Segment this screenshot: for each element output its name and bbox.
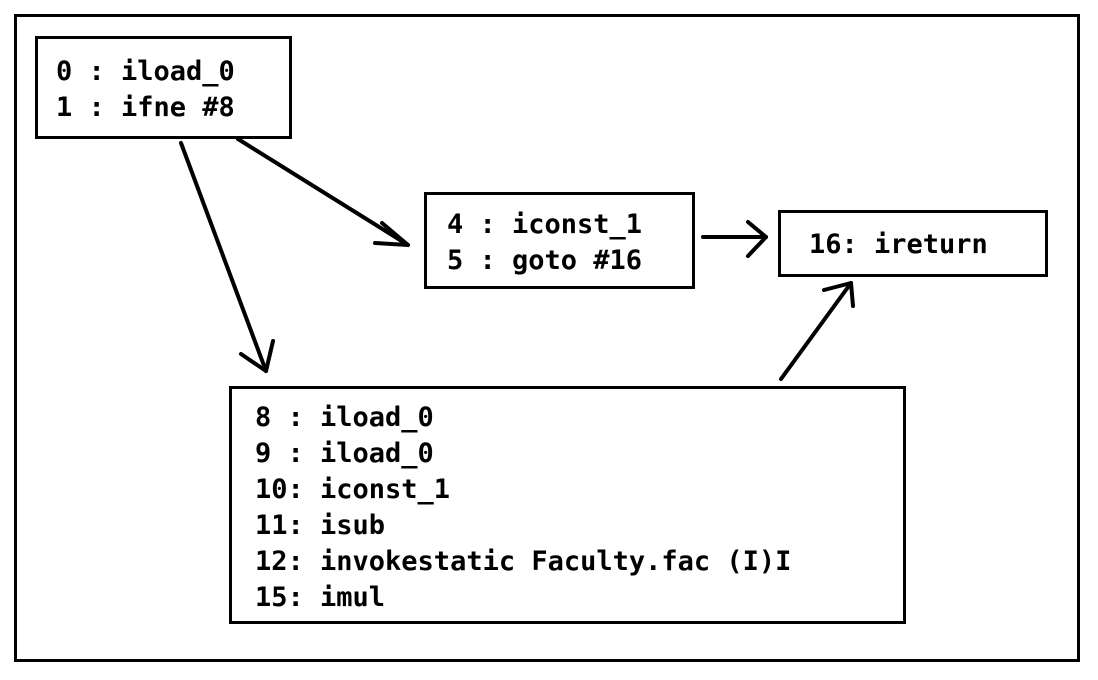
edge-recursive-case-to-exit — [779, 281, 855, 381]
block-entry: 0 : iload_0 1 : ifne #8 — [35, 36, 292, 139]
block-exit: 16: ireturn — [778, 210, 1048, 277]
instruction: 12: invokestatic Faculty.fac (I)I — [255, 546, 792, 577]
instruction: 11: isub — [255, 510, 386, 541]
instruction: 0 : iload_0 — [56, 56, 235, 87]
edge-entry-to-base-case — [236, 137, 410, 247]
instruction: 9 : iload_0 — [255, 438, 434, 469]
block-base-case: 4 : iconst_1 5 : goto #16 — [424, 192, 695, 289]
block-recursive-case: 8 : iload_0 9 : iload_0 10: iconst_1 11:… — [229, 386, 906, 624]
instruction: 4 : iconst_1 — [447, 209, 643, 240]
instruction: 10: iconst_1 — [255, 474, 451, 505]
edge-base-case-to-exit — [701, 220, 768, 258]
instruction: 8 : iload_0 — [255, 402, 434, 433]
instruction: 15: imul — [255, 582, 386, 613]
outer-frame — [14, 14, 1080, 662]
edge-entry-to-recursive-case — [179, 141, 275, 373]
instruction: 16: ireturn — [809, 229, 988, 260]
instruction: 1 : ifne #8 — [56, 92, 235, 123]
instruction: 5 : goto #16 — [447, 245, 643, 276]
